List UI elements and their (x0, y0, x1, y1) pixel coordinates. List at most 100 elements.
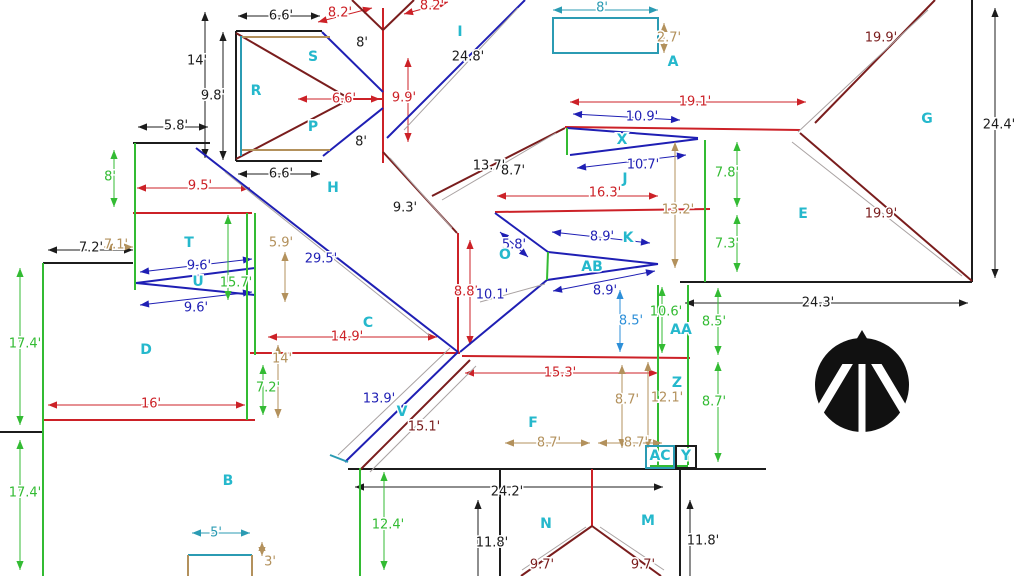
face-label-D: D (140, 342, 152, 358)
dimension-label: 14' (272, 352, 292, 367)
dimension-label: 6.6' (332, 92, 356, 107)
diagram-line (814, 0, 936, 124)
dimension-arrowhead (570, 98, 579, 106)
dimension-label: 7.1' (104, 238, 128, 253)
dimension-arrowhead (140, 300, 150, 308)
diagram-line (195, 147, 459, 353)
dimension-arrowhead (497, 192, 506, 200)
diagram-line (547, 251, 659, 265)
dimension-arrowhead (686, 500, 694, 509)
face-label-B: B (223, 473, 234, 489)
diagram-line (351, 0, 384, 31)
dimension-label: 15.7' (220, 276, 253, 291)
dimension-arrowhead (671, 142, 679, 151)
dimension-label: 10.6' (650, 305, 683, 320)
dimension-arrowhead (404, 58, 412, 67)
dimension-label: 24.8' (452, 50, 485, 65)
diagram-line (382, 0, 415, 31)
dimension-label: 12.4' (372, 518, 405, 533)
dimension-label: 7.3' (715, 237, 739, 252)
face-label-P: P (308, 119, 318, 135)
dimension-label: 8.9' (593, 284, 617, 299)
dimension-label: 8.7' (501, 164, 525, 179)
dimension-arrowhead (552, 229, 562, 237)
dimension-arrowhead (573, 110, 583, 119)
dimension-label: 7.2' (256, 381, 280, 396)
structure-rect (675, 445, 697, 469)
dimension-arrowhead (577, 163, 587, 171)
dimension-arrowhead (311, 12, 320, 20)
dimension-arrowhead (658, 287, 666, 296)
diagram-line (546, 263, 659, 281)
face-label-N: N (540, 516, 552, 532)
dimension-arrowhead (991, 269, 999, 278)
diagram-line (441, 132, 557, 201)
face-label-U: U (192, 274, 203, 290)
dimension-arrowhead (474, 500, 482, 509)
dimension-arrowhead (380, 472, 388, 481)
dimension-arrowhead (649, 6, 658, 14)
dimension-label: 5.8' (502, 238, 526, 253)
dimension-label: 8.2' (420, 0, 444, 14)
dimension-label: 8.2' (328, 6, 352, 21)
dimension-arrowhead (714, 453, 722, 462)
dimension-arrowhead (658, 344, 666, 353)
dimension-arrowhead (201, 12, 209, 21)
face-label-O: O (499, 247, 511, 263)
dimension-label: 9.7' (530, 558, 554, 573)
dimension-arrowhead (670, 115, 680, 124)
dimension-arrowhead (259, 406, 267, 415)
dimension-label: 8.7' (624, 436, 648, 451)
face-label-J: J (621, 171, 627, 187)
diagram-line (461, 355, 691, 359)
dimension-arrowhead (671, 259, 679, 268)
dimension-label: 10.9' (626, 110, 659, 125)
dimension-arrowhead (104, 243, 113, 251)
dimension-arrowhead (640, 238, 650, 246)
dimension-arrowhead (258, 542, 266, 551)
dimension-line (139, 258, 253, 273)
dimension-label: 8.9' (590, 230, 614, 245)
diagram-line (479, 283, 546, 303)
diagram-line (337, 347, 451, 456)
dimension-arrowhead (371, 95, 380, 103)
dimension-label: 9.8' (201, 89, 225, 104)
dimension-arrowhead (219, 151, 227, 160)
dimension-arrowhead (649, 192, 658, 200)
face-label-T: T (184, 235, 194, 251)
dimension-arrowhead (660, 44, 668, 53)
diagram-line (521, 526, 587, 571)
face-label-A: A (668, 54, 679, 70)
diagram-line (135, 267, 256, 284)
dimension-arrowhead (500, 232, 510, 241)
face-label-X: X (617, 132, 628, 148)
dimension-label: 8.5' (619, 314, 643, 329)
dimension-arrowhead (140, 267, 150, 275)
dimension-label: 16' (141, 397, 161, 412)
diagram-line (322, 107, 384, 157)
diagram-line (321, 31, 384, 93)
dimension-arrowhead (644, 362, 652, 371)
dimension-line (572, 113, 681, 121)
diagram-line (235, 32, 351, 100)
dimension-arrowhead (16, 440, 24, 449)
diagram-line (224, 171, 431, 337)
dimension-arrowhead (16, 561, 24, 570)
diagram-line (135, 282, 256, 296)
dimension-label: 24.4' (983, 118, 1016, 133)
dimension-label: 9.6' (184, 301, 208, 316)
dimension-label: 8.7' (537, 436, 561, 451)
dimension-arrowhead (110, 150, 118, 159)
dimension-label: 8' (596, 1, 608, 16)
diagram-line (359, 359, 471, 471)
dimension-arrowhead (311, 170, 320, 178)
diagram-line (591, 525, 662, 576)
dimension-arrowhead (438, 0, 448, 8)
dimension-arrowhead (660, 23, 668, 32)
dimension-arrowhead (274, 409, 282, 418)
dimension-arrowhead (274, 345, 282, 354)
face-label-F: F (528, 415, 538, 431)
dimension-line (576, 154, 687, 169)
